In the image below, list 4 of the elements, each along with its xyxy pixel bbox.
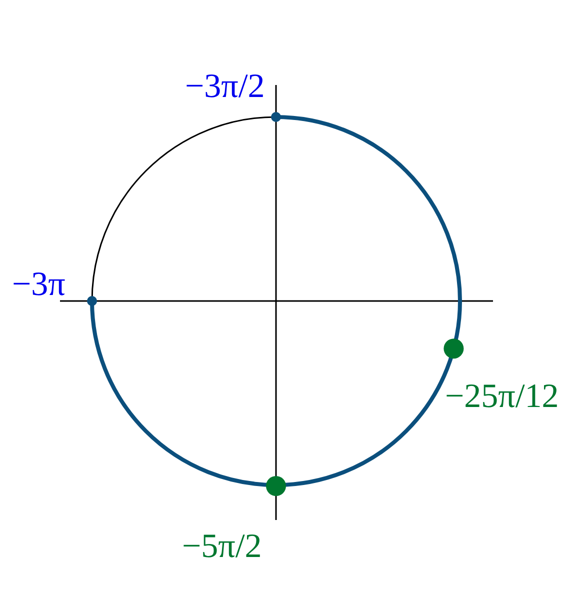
angle-label: −3π (12, 268, 66, 302)
angle-label: −5π/2 (182, 530, 262, 564)
angle-label: −25π/12 (445, 380, 559, 414)
angle-label: −3π/2 (185, 70, 265, 104)
